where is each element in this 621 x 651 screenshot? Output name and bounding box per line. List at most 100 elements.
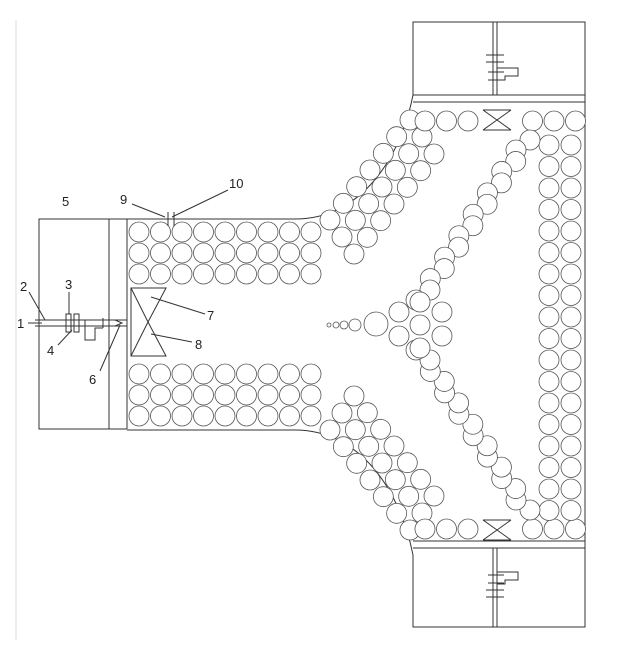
bead <box>279 384 300 406</box>
bead <box>538 263 560 285</box>
bead <box>331 402 353 424</box>
bead <box>128 384 150 406</box>
bead <box>150 384 171 406</box>
bead <box>383 193 405 215</box>
bead <box>370 418 392 440</box>
label-9: 9 <box>120 192 127 207</box>
bead <box>236 242 257 264</box>
bead <box>560 242 582 263</box>
bead <box>560 220 582 242</box>
bead <box>150 263 171 285</box>
bead <box>193 221 214 243</box>
bead <box>193 363 214 385</box>
bead <box>363 311 389 337</box>
bead <box>560 435 582 457</box>
bead <box>560 392 582 414</box>
bead <box>358 193 380 215</box>
bead <box>410 468 432 490</box>
bead <box>300 263 322 285</box>
bead <box>560 328 582 349</box>
label-1: 1 <box>17 316 24 331</box>
bead <box>560 134 582 156</box>
bead <box>396 452 418 474</box>
bead <box>150 242 171 264</box>
bead <box>414 518 436 540</box>
bead <box>386 126 408 148</box>
bead <box>538 199 560 220</box>
bead <box>538 500 560 521</box>
bead <box>386 502 408 524</box>
bead <box>214 221 236 243</box>
bead <box>279 242 300 264</box>
bead <box>171 263 193 285</box>
bead <box>538 156 560 177</box>
bead <box>538 177 560 199</box>
bead <box>319 209 341 231</box>
bead <box>565 110 586 132</box>
bead <box>344 209 366 231</box>
bead <box>414 110 436 132</box>
packed-beads <box>128 109 586 541</box>
bead <box>171 363 193 385</box>
bead <box>128 263 150 285</box>
bead <box>193 263 214 285</box>
bead <box>409 337 431 359</box>
bead <box>257 242 279 264</box>
bead <box>538 285 560 306</box>
bead <box>356 402 378 424</box>
bead <box>560 371 582 392</box>
bead <box>522 110 543 132</box>
bead <box>560 500 582 521</box>
bead <box>538 306 560 328</box>
bead <box>236 363 257 385</box>
bead <box>257 384 279 406</box>
bead <box>193 405 214 427</box>
bead <box>409 314 431 336</box>
bead <box>384 159 406 181</box>
bead <box>150 363 171 385</box>
bead <box>543 110 565 132</box>
bead <box>538 220 560 242</box>
cone-distributor <box>130 287 167 357</box>
bead <box>128 405 150 427</box>
bead <box>538 134 560 156</box>
bead <box>431 301 453 323</box>
bead <box>300 221 322 243</box>
bead <box>543 518 565 540</box>
top-distributor <box>482 109 512 131</box>
bead <box>388 325 410 347</box>
bead <box>257 405 279 427</box>
bead <box>565 518 586 540</box>
bead <box>358 435 380 457</box>
bead <box>538 435 560 457</box>
top-fitting <box>486 22 519 95</box>
bead <box>398 143 420 165</box>
bead <box>538 457 560 478</box>
bead <box>384 469 406 491</box>
bead <box>538 478 560 500</box>
bead <box>236 263 257 285</box>
bead <box>236 405 257 427</box>
bead <box>300 405 322 427</box>
bead <box>423 485 445 507</box>
bead <box>538 414 560 435</box>
bead <box>171 221 193 243</box>
bead <box>560 199 582 220</box>
bead <box>193 242 214 264</box>
bead <box>560 177 582 199</box>
bead <box>396 176 418 198</box>
bead <box>331 226 353 248</box>
bead <box>436 518 457 540</box>
label-8: 8 <box>195 337 202 352</box>
bead <box>359 469 381 491</box>
bead <box>538 392 560 414</box>
bead <box>522 518 543 540</box>
bead <box>560 306 582 328</box>
bead <box>457 110 479 132</box>
bead <box>371 176 393 198</box>
bead <box>128 363 150 385</box>
bead <box>383 435 405 457</box>
bead <box>214 263 236 285</box>
bead <box>343 385 365 407</box>
bead <box>423 143 445 165</box>
